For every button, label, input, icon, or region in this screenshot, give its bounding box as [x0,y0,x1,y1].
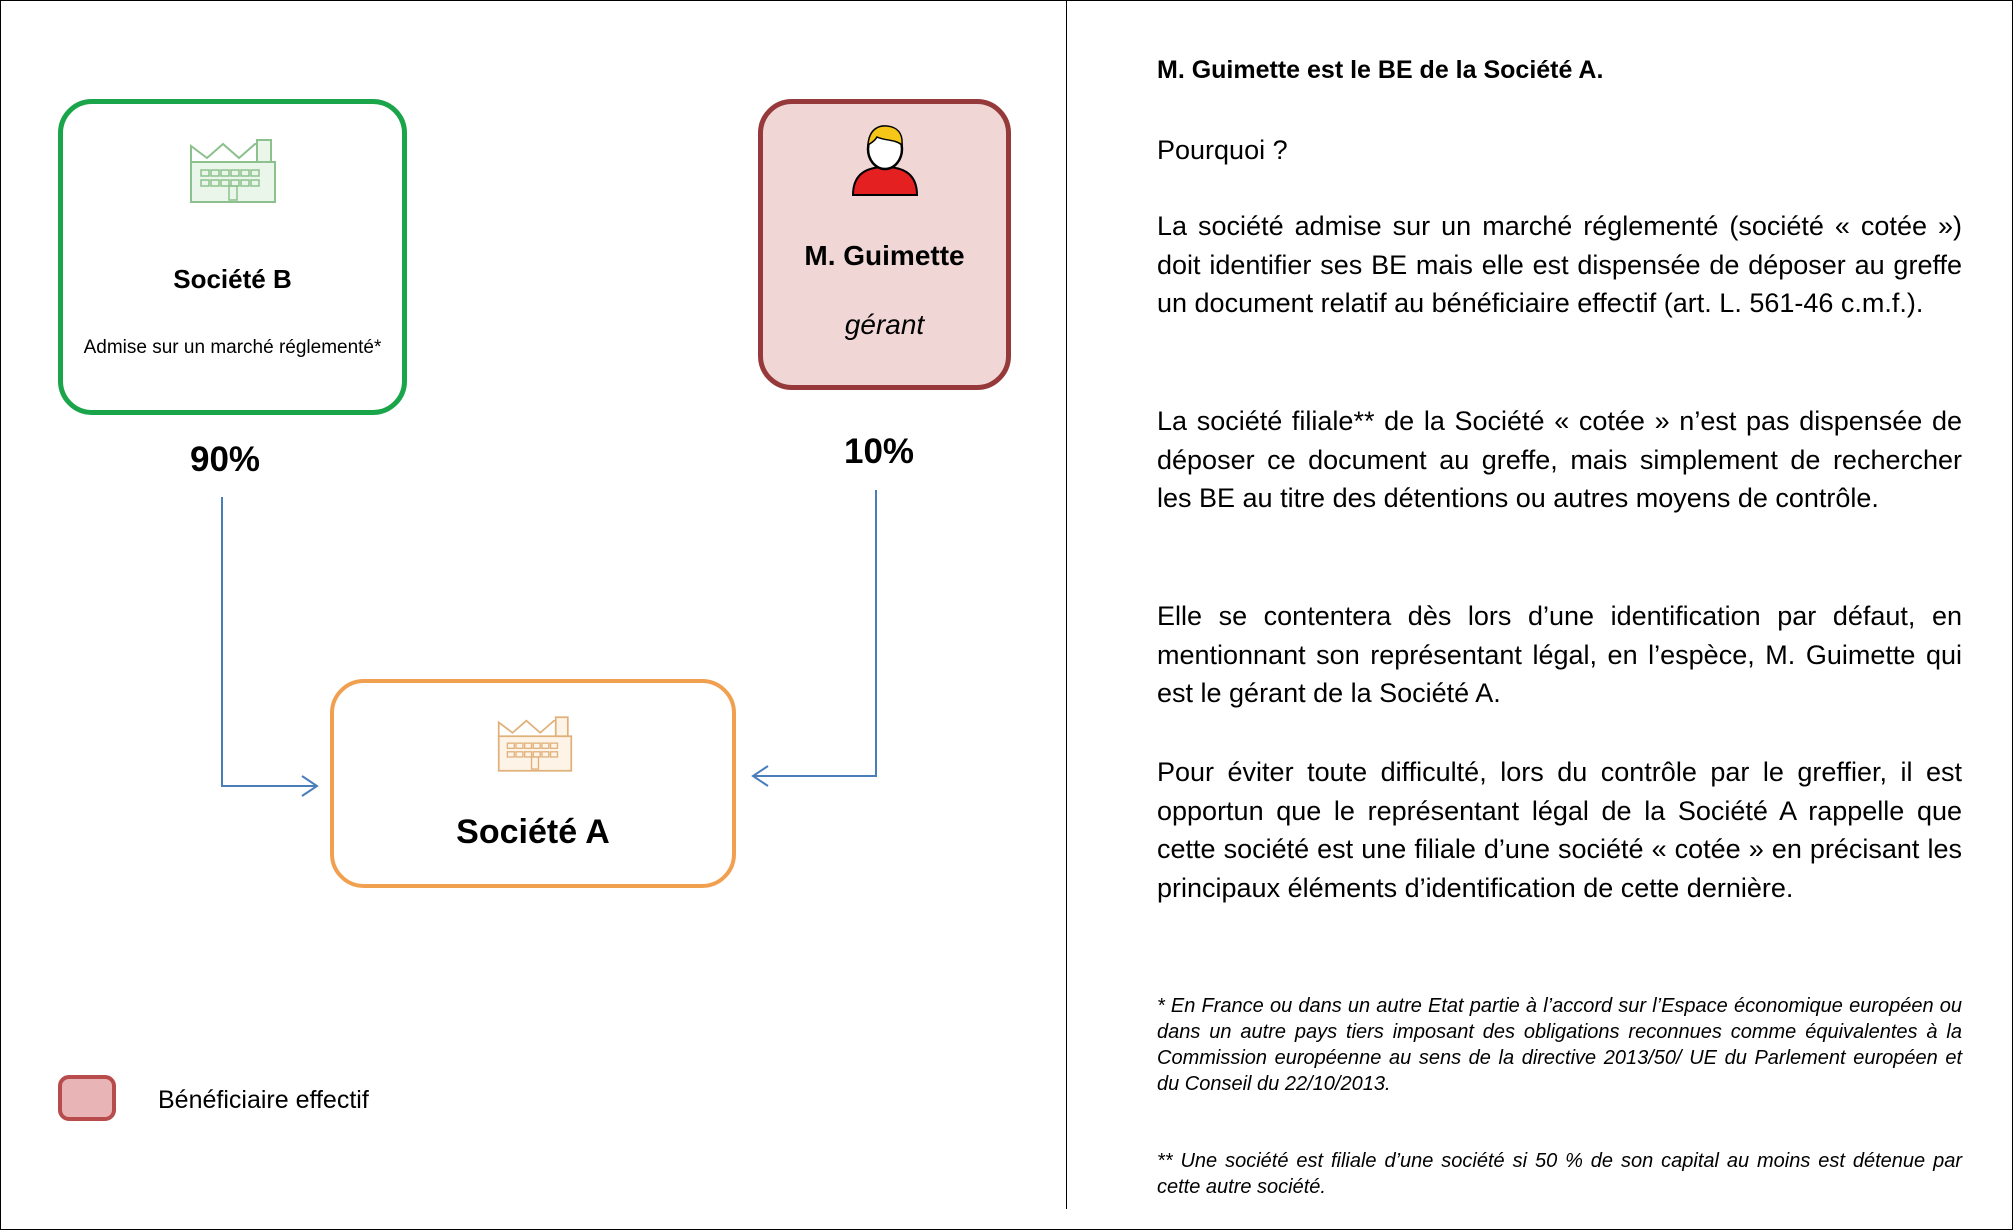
arrow-company-b-to-a [221,497,316,787]
footnote: * En France ou dans un autre Etat partie… [1157,995,1962,1095]
paragraph: Elle se contentera dès lors d’une identi… [1157,601,1962,708]
factory-icon [497,716,573,772]
question-label: Pourquoi ? [1157,135,1288,165]
arrow-person-to-a [754,490,877,777]
stake-person: 10% [844,432,915,471]
paragraph: La société admise sur un marché réglemen… [1157,211,1962,318]
person-icon [851,125,919,196]
paragraph: Pour éviter toute difficulté, lors du co… [1157,757,1962,903]
factory-icon [190,139,276,203]
person-name: M. Guimette [804,240,965,271]
company-b-box: Société B Admise sur un marché réglement… [58,99,407,415]
arrowhead-company-b [301,775,319,797]
legend-label: Bénéficiaire effectif [158,1086,369,1114]
company-a-title: Société A [456,813,610,851]
company-b-title: Société B [173,264,292,294]
column-divider [1066,0,1067,1209]
legend-swatch [58,1075,116,1121]
paragraph: La société filiale** de la Société « cot… [1157,406,1962,513]
footnote: ** Une société est filiale d’une société… [1157,1150,1962,1198]
company-a-box: Société A [330,679,736,888]
arrowhead-person [751,765,769,787]
person-role: gérant [844,309,925,340]
explanation-heading: M. Guimette est le BE de la Société A. [1157,56,1604,84]
person-box: M. Guimette gérant [758,99,1011,390]
company-b-subtitle: Admise sur un marché réglementé* [83,337,382,358]
stake-company-b: 90% [190,440,261,479]
